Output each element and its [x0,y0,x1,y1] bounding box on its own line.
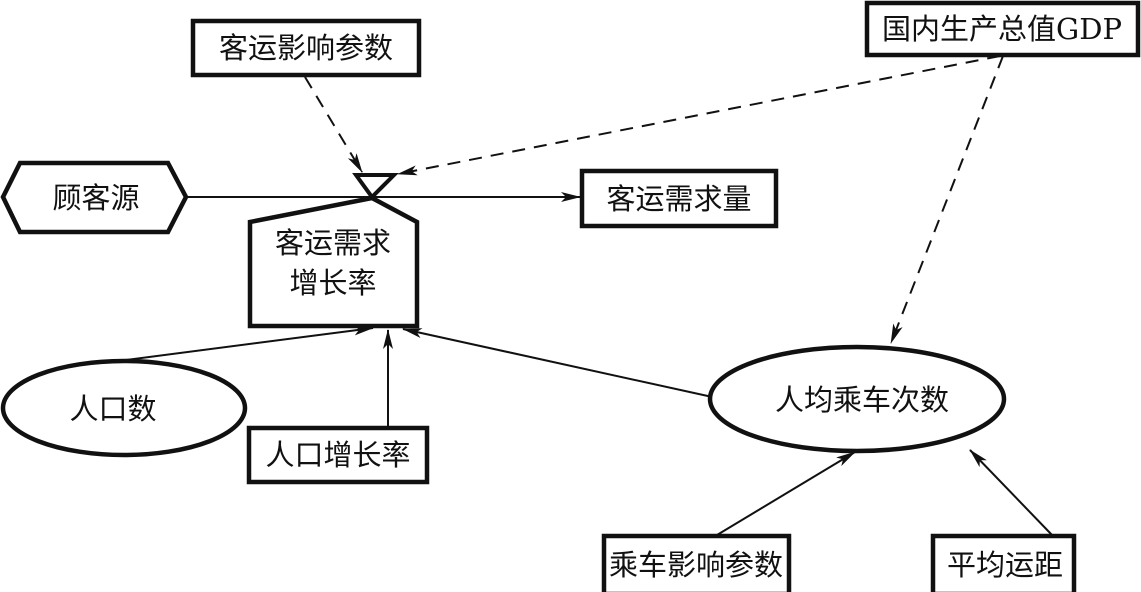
node-avg-distance[interactable]: 平均运距 [930,533,1077,592]
node-trips-per-capita[interactable]: 人均乘车次数 [707,344,1007,454]
link-ride-param-to-trips [716,451,856,536]
node-population[interactable]: 人口数 [0,358,248,458]
node-population-label: 人口数 [69,392,156,426]
node-gdp-label: 国内生产总值GDP [882,12,1122,46]
link-passenger-param-to-rate [304,76,363,173]
node-passenger-param[interactable]: 客运影响参数 [190,18,422,78]
node-ride-param-label: 乘车影响参数 [609,548,783,582]
node-flow-rate[interactable]: 客运需求 增长率 [247,195,420,329]
link-population-to-rate [117,325,374,362]
node-avg-distance-label: 平均运距 [947,548,1063,582]
node-ride-param[interactable]: 乘车影响参数 [601,533,792,592]
node-passenger-param-label: 客运影响参数 [219,31,393,65]
node-gdp[interactable]: 国内生产总值GDP [864,0,1141,58]
flow-valve-icon [352,173,399,201]
node-source[interactable]: 顾客源 [0,160,189,235]
link-gdp-to-rate [397,55,1001,176]
link-gdp-to-trips [890,55,1004,344]
node-stock-label: 客运需求量 [606,182,751,216]
node-trips-per-capita-label: 人均乘车次数 [775,383,949,417]
node-source-label: 顾客源 [52,181,139,215]
link-trips-to-rate [402,328,727,401]
node-stock[interactable]: 客运需求量 [579,168,779,229]
node-flow-rate-label-line1: 客运需求 [275,226,391,260]
node-pop-growth[interactable]: 人口增长率 [246,425,430,485]
link-avg-distance-to-trips [969,449,1053,536]
node-flow-rate-label-line2: 增长率 [289,266,376,300]
node-pop-growth-label: 人口增长率 [265,438,410,472]
